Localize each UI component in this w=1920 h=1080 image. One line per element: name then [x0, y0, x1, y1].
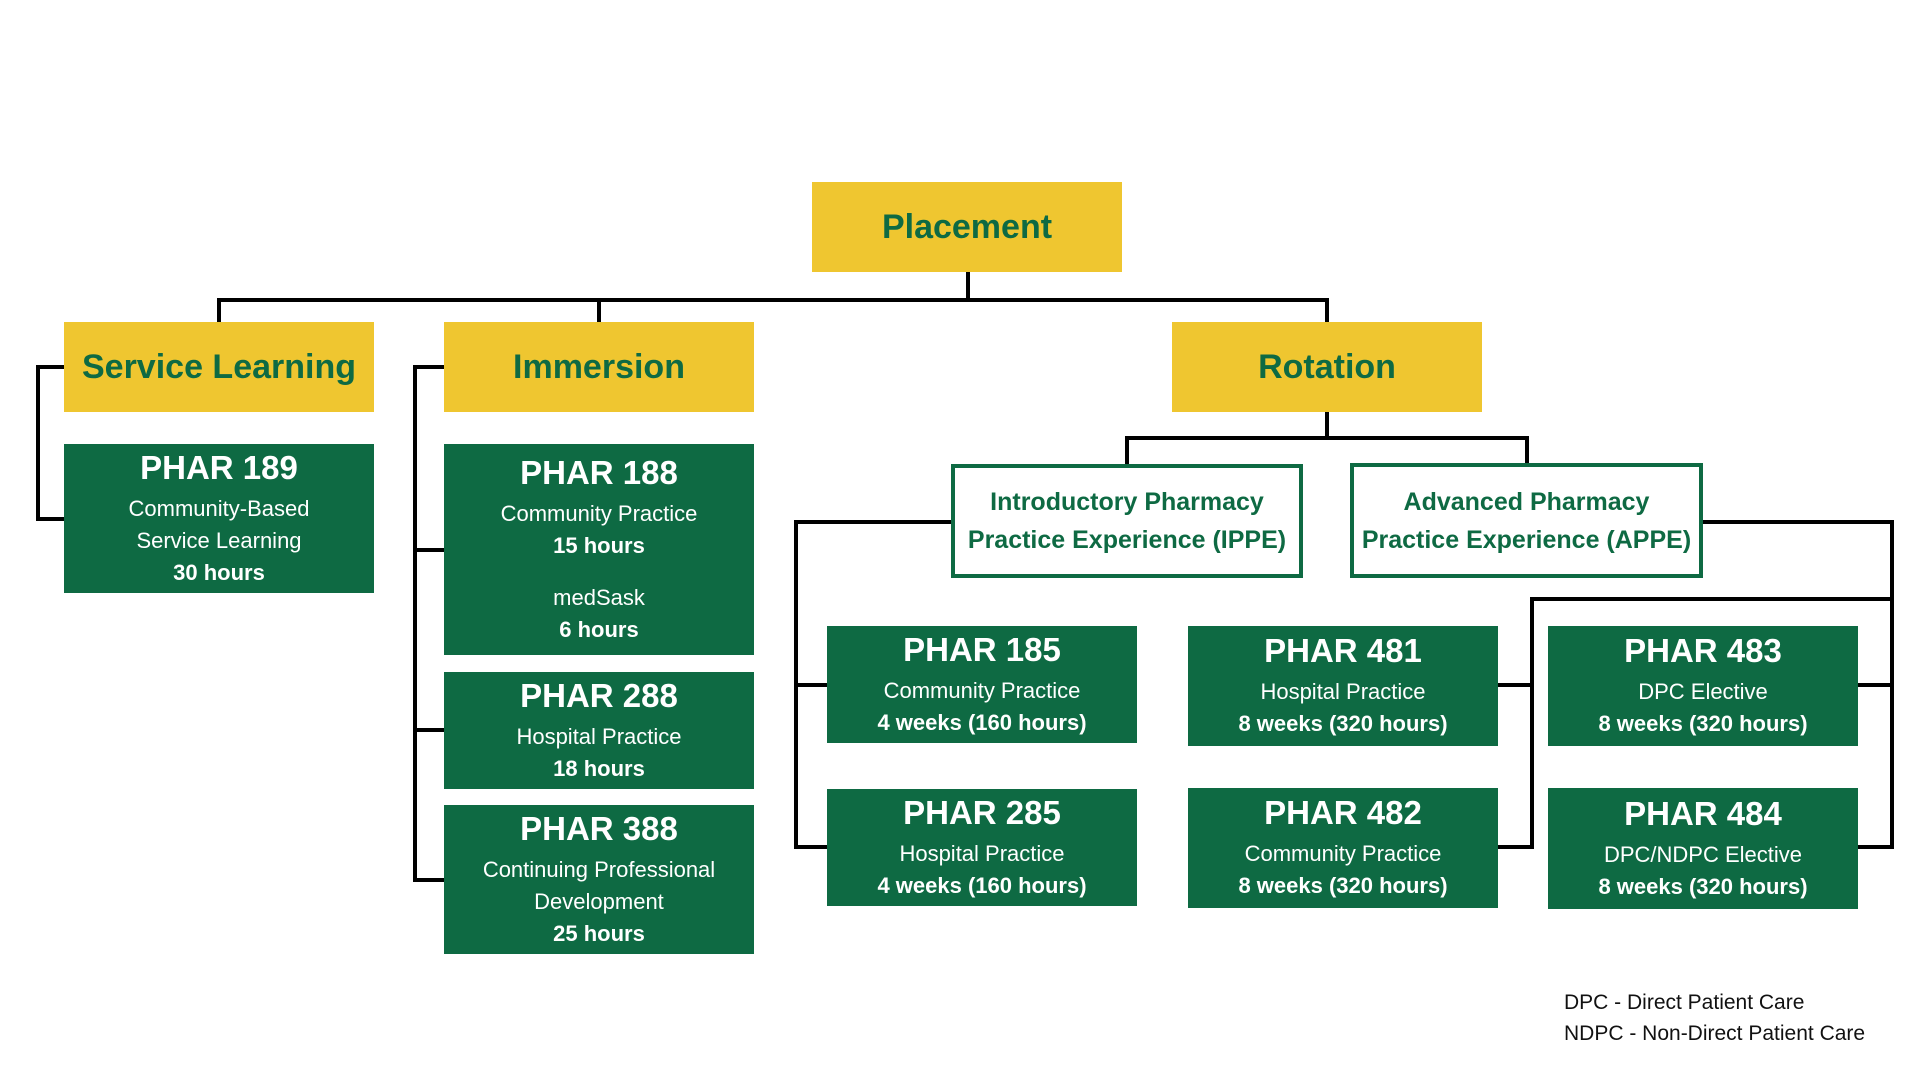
course-hours: 6 hours: [559, 616, 639, 642]
connector-top-horizontal: [217, 298, 1329, 302]
connector-ippe-left: [794, 520, 951, 524]
course-code: PHAR 484: [1624, 794, 1782, 832]
connector-appe-inner-vertical: [1530, 597, 1534, 849]
connector-imm-to-388: [413, 878, 444, 882]
course-phar483: PHAR 483 DPC Elective 8 weeks (320 hours…: [1548, 626, 1858, 746]
placement-label: Placement: [881, 207, 1053, 246]
course-phar189: PHAR 189 Community-Based Service Learnin…: [64, 444, 374, 593]
course-hours: 8 weeks (320 hours): [1238, 873, 1448, 898]
course-phar481: PHAR 481 Hospital Practice 8 weeks (320 …: [1188, 626, 1498, 746]
connector-sl-bracket-bottom: [36, 517, 64, 521]
connector-appe-right: [1703, 520, 1894, 524]
appe-line1: Advanced Pharmacy: [1403, 487, 1650, 516]
course-desc: DPC/NDPC Elective: [1603, 841, 1803, 867]
course-desc: Community Practice: [1244, 841, 1442, 866]
course-hours: 8 weeks (320 hours): [1598, 711, 1808, 736]
course-desc: Hospital Practice: [1260, 679, 1426, 704]
legend: DPC - Direct Patient Care NDPC - Non-Dir…: [1564, 987, 1865, 1049]
ippe-line1: Introductory Pharmacy: [990, 488, 1264, 516]
course-code: PHAR 188: [520, 453, 678, 491]
course-hours: 18 hours: [553, 755, 645, 781]
appe-line2: Practice Experience (APPE): [1361, 525, 1692, 554]
placement-node: Placement: [812, 182, 1122, 272]
course-desc: Service Learning: [136, 527, 302, 553]
course-phar484: PHAR 484 DPC/NDPC Elective 8 weeks (320 …: [1548, 788, 1858, 909]
course-hours: 4 weeks (160 hours): [877, 872, 1087, 898]
course-code: PHAR 482: [1264, 794, 1422, 831]
connector-to-immersion: [597, 298, 601, 322]
connector-root-down: [966, 272, 970, 302]
course-desc: Community-Based: [128, 495, 310, 521]
course-hours: 25 hours: [553, 920, 645, 946]
course-desc: medSask: [553, 584, 645, 610]
course-hours: 8 weeks (320 hours): [1238, 711, 1448, 736]
legend-ndpc: NDPC - Non-Direct Patient Care: [1564, 1022, 1866, 1045]
connector-to-appe: [1525, 436, 1529, 464]
service-learning-node: Service Learning: [64, 322, 374, 412]
connector-rotation-down: [1325, 412, 1329, 440]
course-code: PHAR 481: [1264, 632, 1422, 669]
course-phar482: PHAR 482 Community Practice 8 weeks (320…: [1188, 788, 1498, 908]
connector-imm-to-188: [413, 548, 444, 552]
connector-appe-to-483: [1858, 683, 1894, 687]
course-desc: Community Practice: [883, 677, 1081, 703]
course-phar285: PHAR 285 Hospital Practice 4 weeks (160 …: [827, 789, 1137, 906]
connector-to-service-learning: [217, 298, 221, 322]
course-desc: Continuing Professional: [482, 856, 716, 882]
course-hours: 8 weeks (320 hours): [1598, 873, 1808, 899]
connector-sl-bracket-vertical: [36, 365, 40, 521]
connector-appe-to-481: [1498, 683, 1534, 687]
appe-node: Advanced Pharmacy Practice Experience (A…: [1350, 463, 1703, 578]
course-code: PHAR 285: [903, 793, 1061, 831]
ippe-node: Introductory Pharmacy Practice Experienc…: [951, 464, 1303, 578]
connector-imm-bracket-top: [413, 365, 444, 369]
connector-appe-to-482: [1498, 845, 1534, 849]
course-desc: Hospital Practice: [516, 723, 682, 749]
course-code: PHAR 189: [140, 448, 298, 486]
course-phar185: PHAR 185 Community Practice 4 weeks (160…: [827, 626, 1137, 743]
immersion-label: Immersion: [513, 347, 685, 386]
connector-imm-to-288: [413, 728, 444, 732]
course-phar188: PHAR 188 Community Practice 15 hours med…: [444, 444, 754, 655]
connector-rotation-horizontal: [1125, 436, 1529, 440]
course-hours: 4 weeks (160 hours): [877, 709, 1087, 735]
course-code: PHAR 483: [1624, 632, 1782, 669]
rotation-node: Rotation: [1172, 322, 1482, 412]
course-desc: Development: [534, 888, 664, 914]
connector-ippe-to-185: [794, 683, 827, 687]
course-hours: 30 hours: [173, 559, 265, 585]
connector-to-ippe: [1125, 436, 1129, 464]
course-desc: DPC Elective: [1638, 679, 1768, 704]
course-code: PHAR 288: [520, 676, 678, 714]
course-desc: Community Practice: [500, 500, 698, 526]
connector-to-rotation: [1325, 298, 1329, 322]
course-phar388: PHAR 388 Continuing Professional Develop…: [444, 805, 754, 954]
connector-ippe-to-285: [794, 845, 827, 849]
connector-appe-to-484: [1858, 845, 1894, 849]
course-code: PHAR 388: [520, 809, 678, 847]
course-code: PHAR 185: [903, 630, 1061, 668]
connector-imm-bracket-vertical: [413, 365, 417, 882]
course-phar288: PHAR 288 Hospital Practice 18 hours: [444, 672, 754, 789]
course-hours: 15 hours: [553, 532, 645, 558]
immersion-node: Immersion: [444, 322, 754, 412]
course-desc: Hospital Practice: [899, 840, 1065, 866]
legend-dpc: DPC - Direct Patient Care: [1564, 991, 1805, 1014]
ippe-line2: Practice Experience (IPPE): [967, 526, 1287, 554]
rotation-label: Rotation: [1258, 347, 1396, 386]
service-learning-label: Service Learning: [81, 347, 356, 386]
connector-appe-inner-top: [1530, 597, 1894, 601]
connector-sl-bracket-top: [36, 365, 64, 369]
